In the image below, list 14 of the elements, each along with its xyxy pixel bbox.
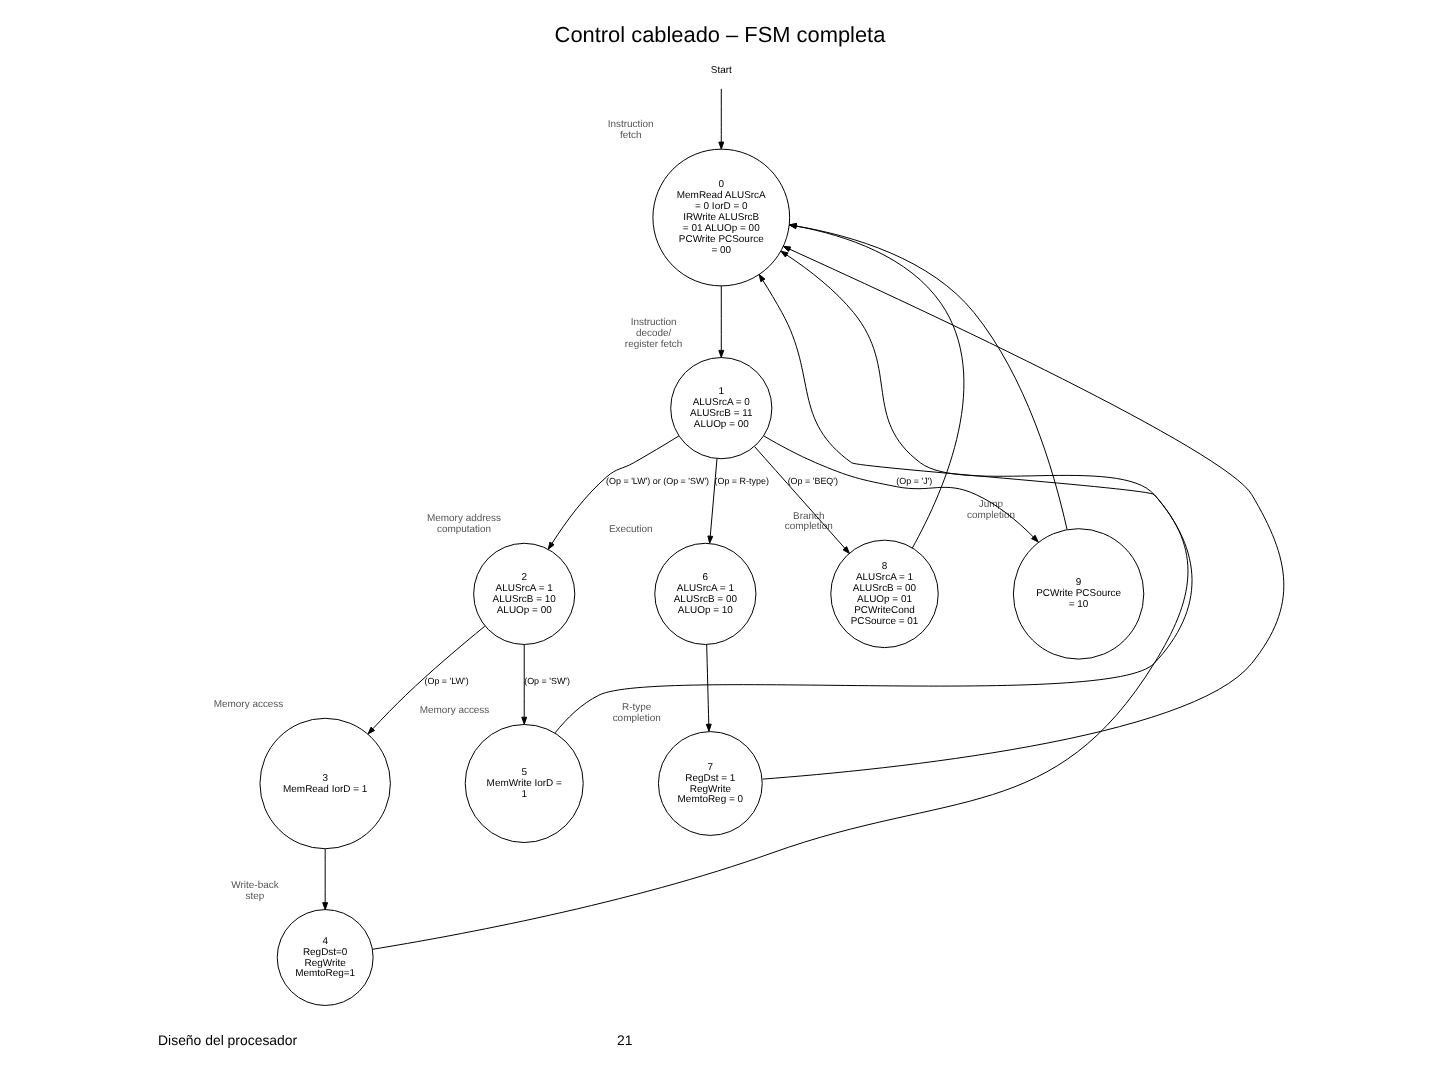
arrow — [707, 458, 718, 544]
arrow — [754, 446, 850, 554]
arrow — [547, 435, 680, 550]
arrow — [521, 644, 528, 725]
arrow — [372, 274, 1189, 950]
arrow — [367, 625, 486, 735]
arrow — [763, 435, 1039, 543]
arrow — [762, 245, 1285, 780]
arrow — [718, 88, 725, 150]
diagram-title: Control cableado – FSM completa — [554, 24, 886, 49]
arrow — [554, 250, 1193, 734]
arrow — [705, 644, 712, 732]
arrow — [718, 285, 725, 358]
arrow — [322, 848, 329, 911]
